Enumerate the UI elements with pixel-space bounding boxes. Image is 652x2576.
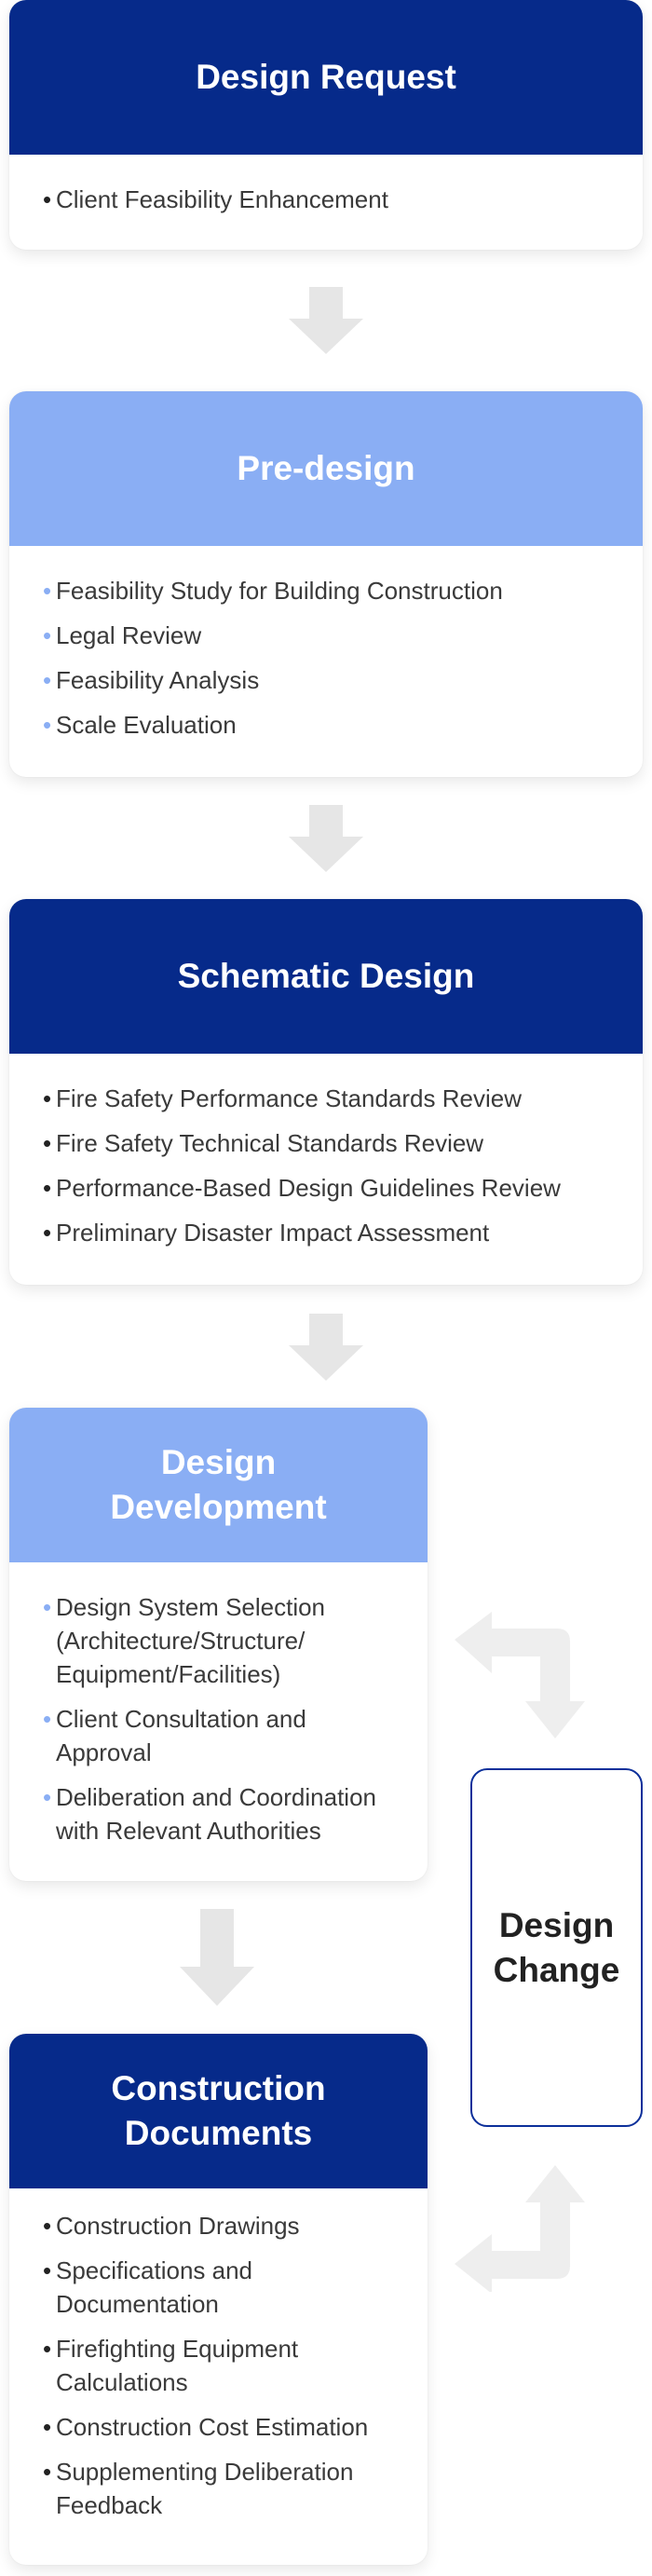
list-item: •Fire Safety Technical Standards Review <box>43 1129 484 1157</box>
step-card-construction-documents: Construction Documents •Construction Dra… <box>9 2034 428 2565</box>
list-item: •Feasibility Analysis <box>43 666 260 694</box>
design-change-box: Design Change <box>470 1768 643 2127</box>
step-items: •Client Feasibility Enhancement <box>9 155 643 244</box>
step-title: Pre-design <box>9 391 643 546</box>
list-item: •Firefighting Equipment Calculations <box>43 2335 299 2396</box>
list-item: •Specifications and Documentation <box>43 2256 253 2318</box>
list-item: •Deliberation and Coordination with Rele… <box>43 1783 377 1845</box>
step-title: Schematic Design <box>9 899 643 1054</box>
list-item: •Client Consultation and Approval <box>43 1705 306 1766</box>
list-item: •Fire Safety Performance Standards Revie… <box>43 1084 522 1112</box>
list-item: •Design System Selection (Architecture/S… <box>43 1593 326 1688</box>
step-card-design-request: Design Request •Client Feasibility Enhan… <box>9 0 643 250</box>
step-card-pre-design: Pre-design •Feasibility Study for Buildi… <box>9 391 643 777</box>
list-item: •Performance-Based Design Guidelines Rev… <box>43 1174 561 1202</box>
down-arrow-icon <box>180 1909 254 2006</box>
step-items: •Fire Safety Performance Standards Revie… <box>9 1054 643 1277</box>
step-title: Construction Documents <box>9 2034 428 2188</box>
list-item: •Supplementing Deliberation Feedback <box>43 2458 354 2519</box>
list-item: •Legal Review <box>43 621 202 649</box>
list-item: •Construction Cost Estimation <box>43 2413 369 2441</box>
down-arrow-icon <box>289 805 363 872</box>
list-item: •Preliminary Disaster Impact Assessment <box>43 1219 490 1247</box>
bent-arrow-up-icon <box>455 2161 585 2297</box>
bent-arrow-down-icon <box>455 1612 585 1747</box>
list-item: •Client Feasibility Enhancement <box>43 185 388 213</box>
step-items: •Feasibility Study for Building Construc… <box>9 546 643 770</box>
down-arrow-icon <box>289 1314 363 1381</box>
list-item: •Feasibility Study for Building Construc… <box>43 577 503 605</box>
step-title: Design Request <box>9 0 643 155</box>
step-items: •Design System Selection (Architecture/S… <box>9 1562 428 1875</box>
down-arrow-icon <box>289 287 363 354</box>
list-item: •Construction Drawings <box>43 2212 300 2240</box>
step-card-schematic-design: Schematic Design •Fire Safety Performanc… <box>9 899 643 1285</box>
design-change-label: Design Change <box>493 1905 620 1989</box>
step-card-design-development: Design Development •Design System Select… <box>9 1408 428 1881</box>
step-items: •Construction Drawings •Specifications a… <box>9 2188 428 2550</box>
step-title: Design Development <box>9 1408 428 1562</box>
list-item: •Scale Evaluation <box>43 711 237 739</box>
